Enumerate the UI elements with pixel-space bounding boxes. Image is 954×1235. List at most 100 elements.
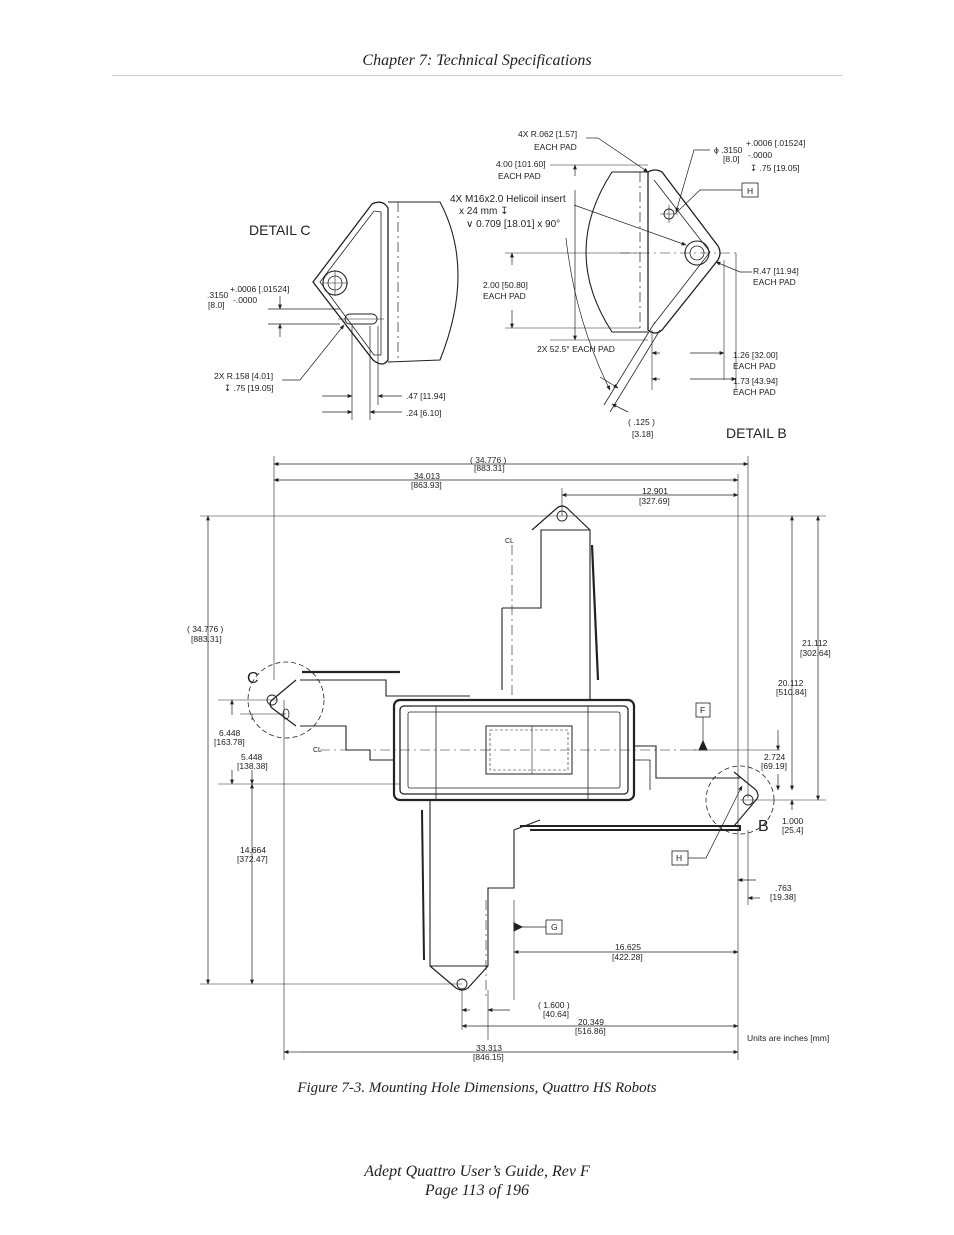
center-panel [485, 725, 573, 775]
bottom-pad [429, 965, 489, 991]
detail-b-callout-label: B [758, 818, 769, 835]
detail-b-labels: 4X R.062 [1.57] EACH PAD 4.00 [101.60] E… [450, 129, 805, 441]
centerline-label-top: CL [505, 538, 514, 545]
bottom-dim-1600-mm: [40.64] [543, 1009, 569, 1019]
left-ref-dim: ( 34.776 ) [187, 624, 224, 634]
left-dim-14664-mm: [372.47] [237, 854, 268, 864]
right-dim-763-mm: [19.38] [770, 892, 796, 902]
detail-b-body-arc [585, 171, 648, 333]
detail-c-tol-mm: [8.0] [208, 300, 225, 310]
bottom-dim-1600: ( 1.600 ) [538, 1000, 570, 1010]
detail-b-pad-outline [647, 169, 721, 334]
detail-b-tol-upper: +.0006 [.01524] [746, 138, 805, 148]
bottom-dim-20349-mm: [516.86] [575, 1026, 606, 1036]
page-footer: Adept Quattro User’s Guide, Rev F Page 1… [0, 1162, 954, 1200]
bottom-dim-33313-mm: [846.15] [473, 1052, 504, 1062]
top-dim-12901: 12.901 [642, 486, 668, 496]
detail-b-tol-mm: [8.0] [723, 154, 740, 164]
bottom-dim-33313: 33.313 [476, 1043, 502, 1053]
datum-f-label: F [700, 705, 705, 715]
bottom-dim-16625: 16.625 [615, 942, 641, 952]
left-dim-6448-mm: [163.78] [214, 737, 245, 747]
detail-b-dim-125: ( .125 ) [628, 417, 655, 427]
detail-b-dim-126-each: EACH PAD [733, 361, 776, 371]
right-dim-21112-mm: [302.64] [800, 648, 831, 658]
detail-c-callout-circle [247, 661, 325, 739]
top-dim-12901-mm: [327.69] [639, 496, 670, 506]
detail-c-pad-outline [312, 201, 389, 365]
detail-b-angle: 2X 52.5° EACH PAD [537, 344, 615, 354]
right-dim-763: .763 [775, 883, 792, 893]
left-pad [269, 679, 297, 727]
right-dim-1000-mm: [25.4] [782, 825, 803, 835]
left-dim-5448-mm: [138.38] [237, 761, 268, 771]
bottom-dim-20349: 20.349 [578, 1017, 604, 1027]
right-dim-20112-mm: [510.84] [776, 687, 807, 697]
central-body [392, 698, 636, 802]
units-note: Units are inches [mm] [747, 1033, 829, 1043]
right-arm [634, 745, 740, 779]
detail-b-callout-circle [705, 765, 775, 835]
main-plan-view [200, 456, 826, 1060]
top-ref-dim-mm: [883.31] [474, 463, 505, 473]
detail-c-depth: ↧ .75 [19.05] [224, 383, 274, 393]
detail-b-depth: ↧ .75 [19.05] [750, 163, 800, 173]
detail-b-helicoil-depth: x 24 mm ↧ [459, 206, 509, 217]
detail-c-dim-47: .47 [11.94] [406, 391, 446, 401]
left-arm [300, 679, 470, 697]
header-rule [112, 75, 842, 76]
left-dim-14664: 14.664 [240, 845, 266, 855]
left-dim-5448: 5.448 [241, 752, 263, 762]
left-dim-6448: 6.448 [219, 728, 241, 738]
detail-b-radius-each: EACH PAD [534, 142, 577, 152]
detail-c-dim-24: .24 [6.10] [406, 408, 441, 418]
detail-c-labels: DETAIL C +.0006 [.01524] .3150 [8.0] -.0… [207, 222, 446, 418]
detail-c-body-arc [387, 201, 459, 363]
detail-b-radius: 4X R.062 [1.57] [518, 129, 577, 139]
left-ref-dim-mm: [883.31] [191, 634, 222, 644]
detail-b-helicoil: 4X M16x2.0 Helicoil insert [450, 194, 566, 205]
detail-b-dim-400-each: EACH PAD [498, 171, 541, 181]
right-pad [733, 771, 759, 827]
chapter-header: Chapter 7: Technical Specifications [362, 52, 592, 69]
detail-c-tol-base: .3150 [207, 290, 229, 300]
top-pad [531, 505, 591, 531]
detail-c-callout-label: C [247, 670, 259, 687]
detail-b-datum-h: H [747, 186, 753, 196]
detail-b-dim-173-each: EACH PAD [733, 387, 776, 397]
footer-page-number: Page 113 of 196 [424, 1182, 530, 1199]
detail-b-dim-126: 1.26 [32.00] [733, 350, 778, 360]
detail-b-datum-h-box [741, 182, 759, 198]
right-dim-21112: 21.112 [802, 638, 828, 648]
main-plan-labels: ( 34.776 ) [883.31] 34.013 [863.93] 12.9… [187, 455, 831, 1062]
right-dim-2724-mm: [69.19] [761, 761, 787, 771]
centerline-label-left: CL [313, 747, 322, 754]
figure-caption: Figure 7-3. Mounting Hole Dimensions, Qu… [297, 1080, 657, 1096]
detail-c-title: DETAIL C [249, 222, 310, 238]
right-dim-2724: 2.724 [764, 752, 786, 762]
detail-b-dim-125-mm: [3.18] [632, 429, 653, 439]
detail-b-dim-200-each: EACH PAD [483, 291, 526, 301]
top-ref-dim: ( 34.776 ) [470, 455, 507, 465]
footer-guide-title: Adept Quattro User’s Guide, Rev F [364, 1163, 590, 1180]
datum-g-label: G [551, 922, 558, 932]
detail-b [505, 137, 759, 413]
bottom-arm [429, 800, 541, 967]
datum-h-label: H [676, 853, 682, 863]
detail-b-dim-200: 2.00 [50.80] [483, 280, 528, 290]
detail-c-radius: 2X R.158 [4.01] [214, 371, 273, 381]
detail-c [268, 201, 459, 420]
right-dim-1000: 1.000 [782, 816, 804, 826]
detail-b-r47: R.47 [11.94] [753, 266, 799, 276]
bottom-dim-16625-mm: [422.28] [612, 952, 643, 962]
detail-b-title: DETAIL B [726, 425, 787, 441]
detail-c-tol-lower: -.0000 [233, 295, 257, 305]
detail-c-tol-upper: +.0006 [.01524] [230, 284, 289, 294]
detail-c-pad-inner [319, 210, 382, 356]
detail-b-dim-173: 1.73 [43.94] [733, 376, 778, 386]
detail-b-dim-400: 4.00 [101.60] [496, 159, 546, 169]
top-dim-34013: 34.013 [414, 471, 440, 481]
detail-b-tol-lower: -.0000 [748, 150, 772, 160]
detail-b-tol-base: ϕ .3150 [714, 145, 743, 155]
